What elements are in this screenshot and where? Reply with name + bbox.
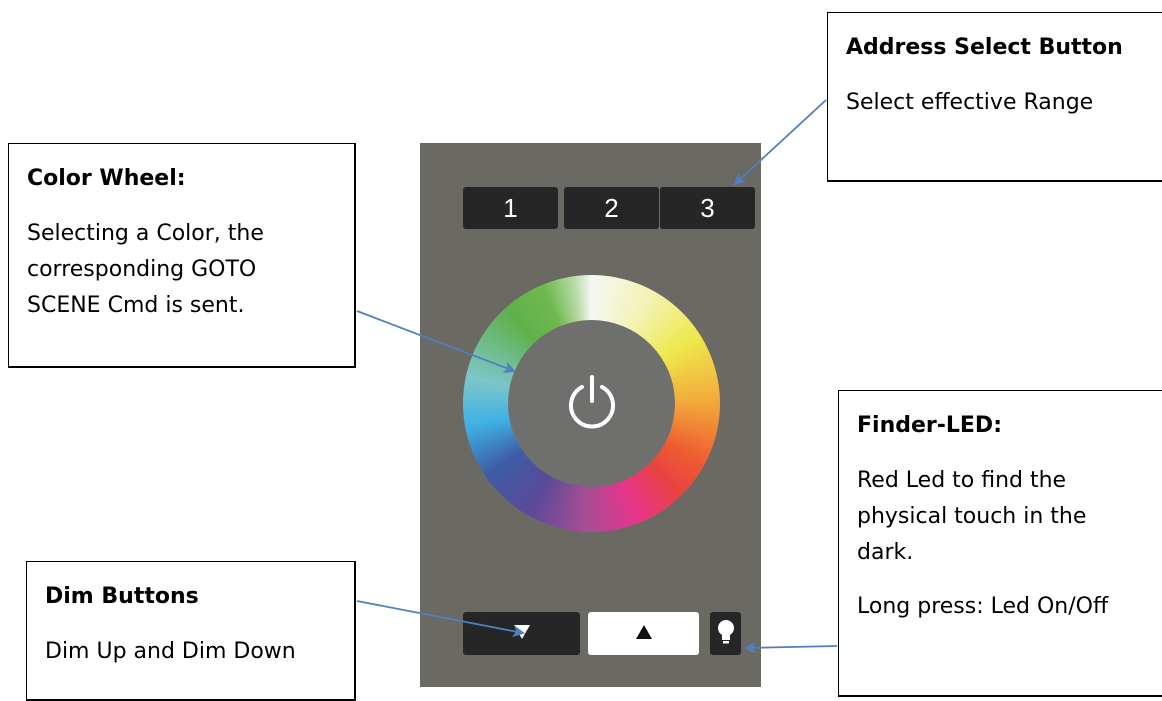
dim-up-button[interactable] (588, 612, 699, 655)
callout-color-wheel: Color Wheel: Selecting a Color, the corr… (8, 143, 356, 368)
callout-body: Select effective Range (846, 90, 1094, 115)
callout-body-line: corresponding GOTO (27, 257, 257, 282)
dim-down-button[interactable] (463, 612, 580, 655)
callout-body-line: Selecting a Color, the (27, 221, 264, 246)
color-wheel[interactable] (463, 275, 720, 532)
power-button[interactable] (508, 320, 675, 487)
address-button-1[interactable]: 1 (463, 187, 558, 229)
callout-title: Finder-LED: (857, 413, 1002, 438)
callout-body-line: Long press: Led On/Off (857, 594, 1109, 619)
callout-body-line: dark. (857, 540, 914, 565)
triangle-up-icon (635, 624, 652, 643)
address-button-2[interactable]: 2 (564, 187, 659, 229)
touch-panel: 1 2 3 (420, 143, 761, 687)
callout-finder-led: Finder-LED: Red Led to find the physical… (838, 390, 1162, 697)
callout-body: Dim Up and Dim Down (45, 639, 296, 664)
address-button-3[interactable]: 3 (660, 187, 755, 229)
callout-title: Address Select Button (846, 35, 1123, 60)
callout-title: Dim Buttons (45, 584, 199, 609)
callout-body-line: SCENE Cmd is sent. (27, 293, 245, 318)
power-icon (566, 373, 618, 435)
callout-title: Color Wheel: (27, 166, 186, 191)
callout-address-select: Address Select Button Select effective R… (827, 12, 1162, 182)
finder-led-button[interactable] (710, 612, 741, 655)
callout-body-line: Red Led to find the (857, 468, 1067, 493)
callout-dim-buttons: Dim Buttons Dim Up and Dim Down (26, 561, 356, 701)
callout-body-line: physical touch in the (857, 504, 1087, 529)
lightbulb-icon (717, 619, 735, 649)
triangle-down-icon (513, 624, 530, 643)
